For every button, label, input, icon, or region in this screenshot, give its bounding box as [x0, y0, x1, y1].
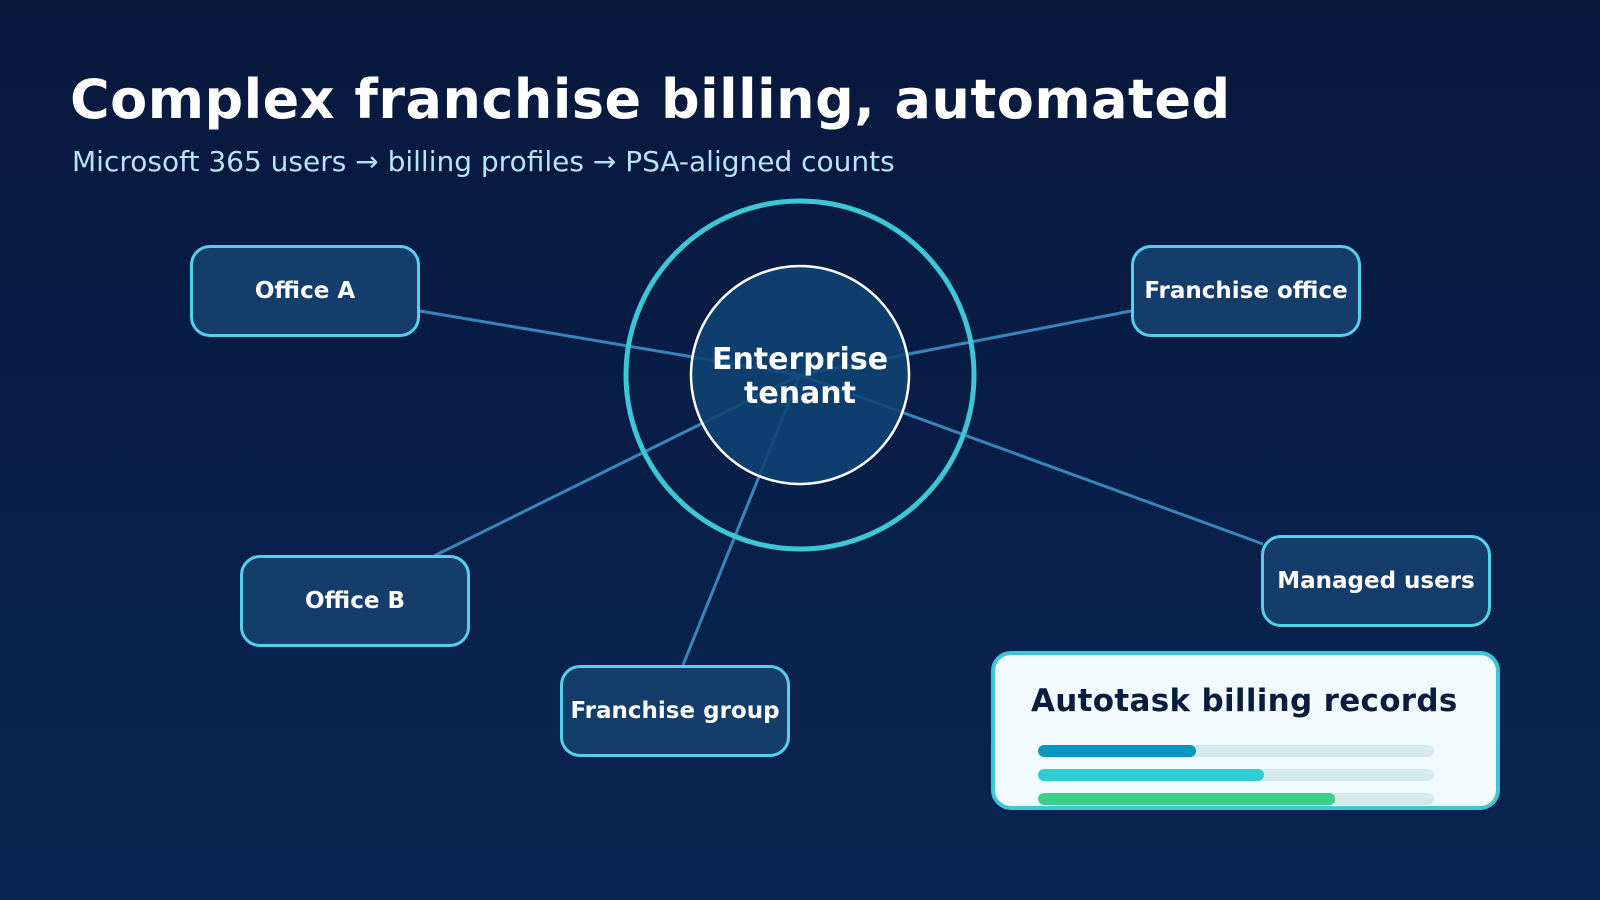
billing-bar-3	[1038, 793, 1434, 805]
billing-bar-2	[1038, 769, 1434, 781]
node-office-a: Office A	[190, 245, 420, 337]
node-franchise-group: Franchise group	[560, 665, 790, 757]
billing-card-title: Autotask billing records	[1031, 683, 1458, 719]
page-title: Complex franchise billing, automated	[70, 68, 1231, 131]
page-subtitle: Microsoft 365 users → billing profiles →…	[72, 145, 895, 178]
center-hub-label: Enterprise tenant	[711, 342, 889, 411]
center-hub	[689, 264, 911, 486]
node-managed-users: Managed users	[1261, 535, 1491, 627]
node-office-b: Office B	[240, 555, 470, 647]
outer-ring	[623, 198, 977, 552]
billing-bar-1-fill	[1038, 745, 1197, 757]
billing-records-card: Autotask billing records	[991, 651, 1500, 810]
billing-bar-2-fill	[1038, 769, 1264, 781]
billing-bar-1	[1038, 745, 1434, 757]
billing-bar-3-fill	[1038, 793, 1335, 805]
node-franchise-office: Franchise office	[1131, 245, 1361, 337]
